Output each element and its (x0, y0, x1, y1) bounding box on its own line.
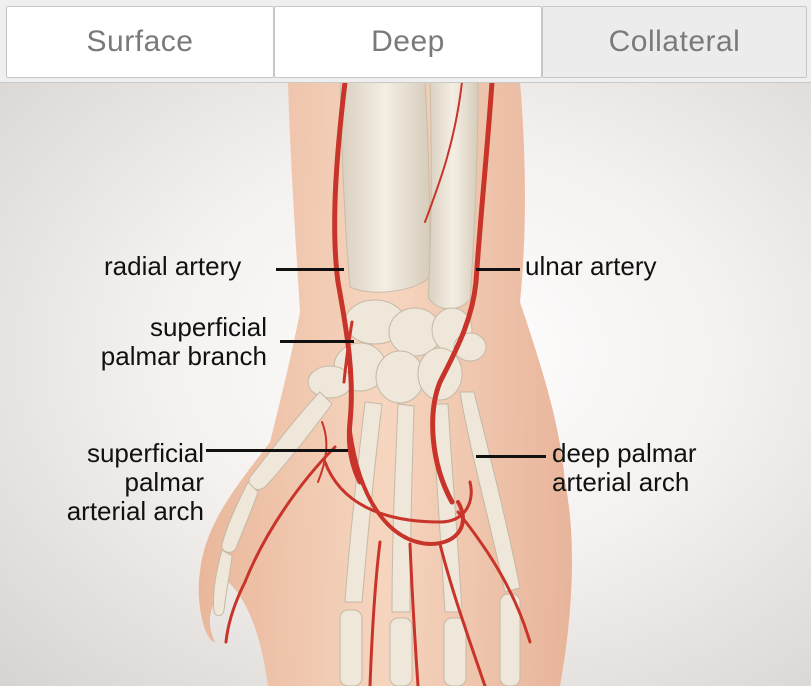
label-deep-palmar-arterial-arch: deep palmar arterial arch (552, 439, 697, 497)
leader-superficial-palmar-branch (280, 340, 354, 343)
label-superficial-palmar-arterial-arch: superficial palmar arterial arch (67, 439, 204, 526)
tab-collateral[interactable]: Collateral (542, 6, 807, 78)
label-superficial-palmar-branch: superficial palmar branch (101, 313, 267, 371)
label-superficial-palmar-branch-line1: superficial (101, 313, 267, 342)
leader-radial-artery (276, 268, 344, 271)
label-superficial-palmar-arterial-arch-line2: palmar (67, 468, 204, 497)
tab-surface[interactable]: Surface (6, 6, 274, 78)
hand-wrist-artwork (0, 82, 811, 686)
label-superficial-palmar-arterial-arch-line1: superficial (67, 439, 204, 468)
label-ulnar-artery: ulnar artery (525, 252, 657, 281)
label-radial-artery: radial artery (104, 252, 241, 281)
leader-deep-palmar-arterial-arch (476, 455, 546, 458)
label-deep-palmar-arterial-arch-line1: deep palmar (552, 439, 697, 468)
view-tab-bar: Surface Deep Collateral (0, 0, 811, 83)
radius-bone (340, 82, 430, 292)
label-superficial-palmar-branch-line2: palmar branch (101, 342, 267, 371)
tab-deep[interactable]: Deep (274, 6, 542, 78)
leader-superficial-palmar-arterial-arch (206, 449, 348, 452)
wrist-anatomy-illustration: radial artery superficial palmar branch … (0, 82, 811, 686)
leader-ulnar-artery (476, 268, 520, 271)
label-deep-palmar-arterial-arch-line2: arterial arch (552, 468, 697, 497)
label-superficial-palmar-arterial-arch-line3: arterial arch (67, 497, 204, 526)
